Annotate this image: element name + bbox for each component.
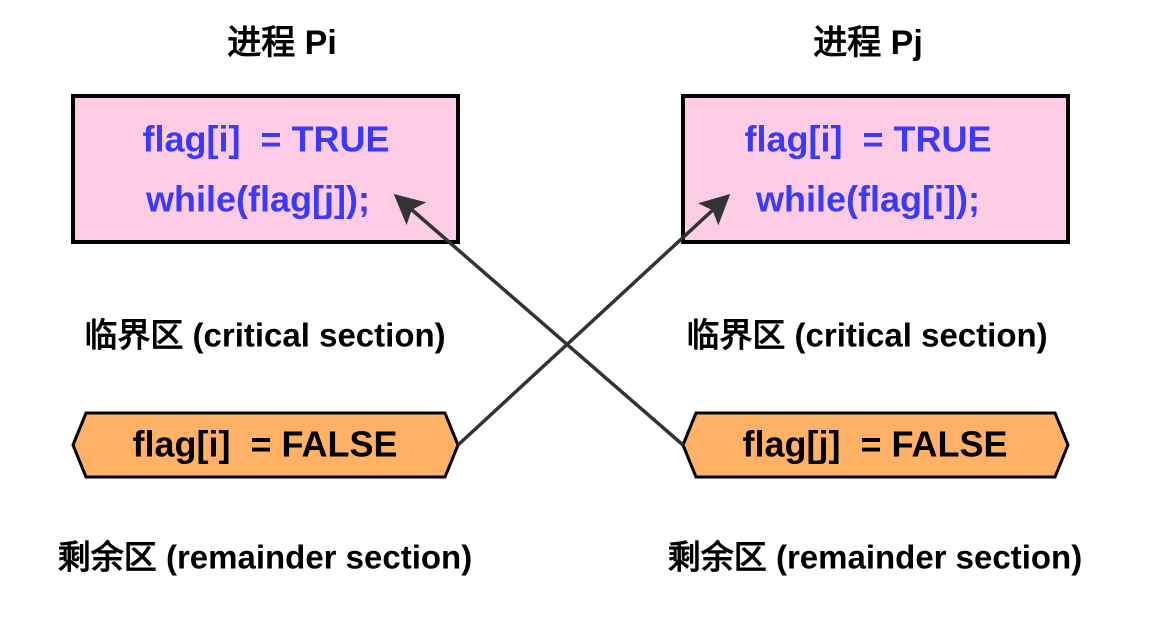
remainder-section-label: 剩余区 (remainder section) xyxy=(668,539,1082,576)
entry-line: while(flag[i]); xyxy=(755,179,980,220)
process-pi: 进程 Pi flag[i] = TRUE while(flag[j]); 临界区… xyxy=(58,24,472,576)
exit-section-code: flag[j] = FALSE xyxy=(742,424,1007,465)
entry-section-box xyxy=(681,94,1070,244)
arrow-pj-exit-to-pi-wait xyxy=(393,194,685,447)
process-pj-title: 进程 Pj xyxy=(813,24,923,62)
exit-section-hexagon xyxy=(681,411,1070,479)
arrow-pi-exit-to-pj-wait xyxy=(456,193,731,447)
remainder-section-label: 剩余区 (remainder section) xyxy=(58,539,472,576)
critical-section-label: 临界区 (critical section) xyxy=(84,317,445,354)
entry-line: flag[i] = TRUE xyxy=(744,119,991,160)
entry-line: while(flag[j]); xyxy=(145,179,370,220)
exit-section-code: flag[i] = FALSE xyxy=(132,424,397,465)
entry-line: flag[i] = TRUE xyxy=(142,119,389,160)
process-pj: 进程 Pj flag[i] = TRUE while(flag[i]); 临界区… xyxy=(668,24,1082,576)
critical-section-label: 临界区 (critical section) xyxy=(686,317,1047,354)
process-pi-title: 进程 Pi xyxy=(227,24,337,62)
